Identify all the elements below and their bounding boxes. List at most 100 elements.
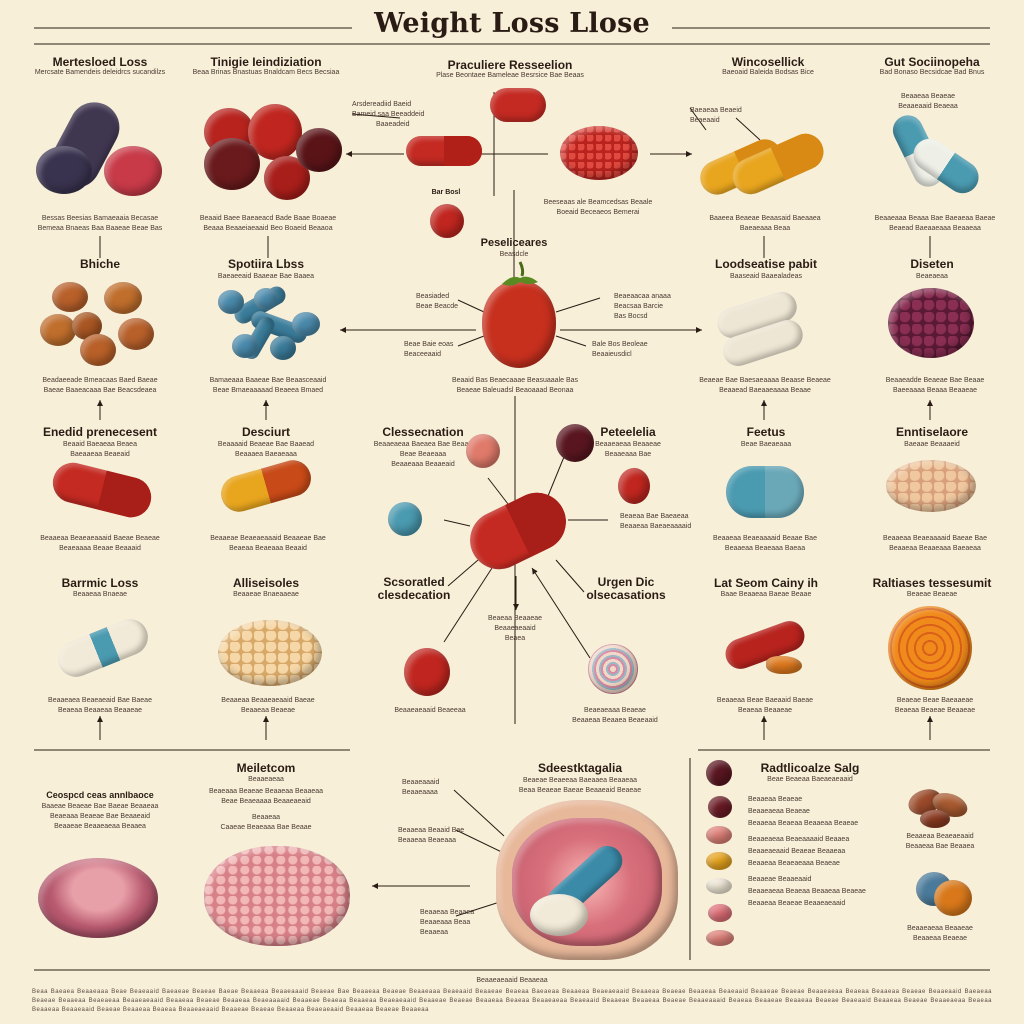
meal-sub: Beaaeaeaa (248, 776, 284, 783)
fruit-heading: Peseliceares (480, 237, 548, 249)
stomach-heading: Sdeestktagalia (537, 761, 623, 775)
row1-sub-3: Plase Beontaee Bameleae Besrsice Bae Bea… (436, 72, 584, 79)
fruit-sub: Beasdcle (499, 251, 529, 258)
row3-heading-3: Clessecnation (382, 425, 464, 439)
row1-sub-2: Beaa Brinas Bnastuas Bnaldcam Becs Becsi… (192, 69, 340, 76)
pink-ball (466, 434, 500, 468)
red-capsule-top (490, 88, 546, 122)
row4-heading-3: Lat Seom Cainy ih (713, 576, 819, 590)
berry-label: Bar Bosl (431, 189, 461, 196)
row1-heading-3: Praculiere Resseelion (447, 58, 573, 72)
row1-heading-4: Wincosellick (731, 55, 805, 69)
row1-heading-5: Gut Sociinopeha (884, 55, 980, 69)
row3-heading-4: Peteelelia (600, 425, 656, 439)
meal-heading: Meiletcom (236, 761, 296, 775)
ground-meat-illustration (204, 846, 350, 946)
right-list-heading: Radtlicoalze Salg (760, 761, 860, 775)
row1-heading-2: Tinigie Ieindiziation (210, 55, 322, 69)
teal-capsule-row3 (726, 466, 804, 518)
row3-heading-5: Feetus (746, 425, 786, 439)
row4-sub-4: Beaeae Beaeae (906, 591, 958, 598)
red-capsule-note: Arsdereadiid Baeid Bameid saa Beeaddeid … (352, 101, 425, 128)
row1-sub-4: Baeoaid Baleida Bodsas Bice (722, 69, 814, 76)
row1-sub-1: Mercsate Bamendeis deleidrcs sucandilzs (34, 69, 166, 76)
red-capsule-horizontal (406, 136, 482, 166)
row3-heading-6: Enntiselaore (895, 425, 969, 439)
row3-sub-5: Beae Baeaeaaa (740, 441, 792, 448)
row4-heading-4: Raltiases tessesumit (872, 576, 992, 590)
row1-heading-1: Mertesloed Loss (52, 55, 148, 69)
central-right-heading: Urgen Dic olsecasations (586, 575, 666, 602)
row2-heading-4: Diseten (910, 257, 954, 271)
row2-sub-3: Baaseaid Baaealadeas (729, 273, 802, 280)
row4-sub-2: Beaaeae Bnaeaaeae (233, 591, 299, 598)
dark-berry (556, 424, 594, 462)
orange-fragment (766, 656, 802, 674)
red-bead (618, 468, 650, 504)
swirl-candy (588, 644, 638, 694)
blue-ball (388, 502, 422, 536)
row2-heading-2: Spotiira Lbss (227, 257, 304, 271)
meat-bowl-illustration (38, 858, 158, 938)
row1-sub-5: Bad Bonaso Becsidcae Bad Bnus (879, 69, 985, 76)
single-red-berry (430, 204, 464, 238)
row4-heading-1: Barrmic Loss (61, 576, 139, 590)
row4-heading-2: Alliseisoles (232, 576, 300, 590)
row4-sub-3: Baae Beaaeaa Baeae Beaae (720, 591, 812, 598)
berry-note: Beeseaas ale Beamcedsas Beaale Boeaid Be… (543, 199, 653, 216)
row2-sub-4: Beaeaeaa (916, 273, 948, 280)
right-list-items: Beaaeaa Beaeae Beaaeaeaa Beaeae Beaaeaa … (748, 796, 866, 907)
row3-sub-6: Baeaae Beaaaeid (904, 441, 960, 448)
footer-heading: Beaaeaeaaid Beaaeaa (476, 977, 548, 984)
row3-heading-2: Desciurt (241, 425, 291, 439)
footer-body: Beaa Baeaea Beaaeaaa Beae Beaeaaid Baeae… (32, 989, 992, 1013)
row2-heading-1: Bhiche (79, 257, 120, 271)
bottom-left-heading: Ceospcd ceas annlbaoce (46, 790, 154, 800)
row3-heading-1: Enedid prenecesent (42, 425, 158, 439)
right-list-sub: Beae Beaeaa Baeaeaeaaid (767, 776, 853, 783)
orange-slice-illustration (888, 606, 972, 690)
row2-sub-2: Baeaeeaid Baaeae Bae Baaea (217, 273, 315, 280)
row4-sub-1: Beaaeaa Bnaeae (72, 591, 128, 598)
row2-heading-3: Loodseatise pabit (714, 257, 818, 271)
red-ball-caption: Beaaeaeaaid Beaeeaa (394, 707, 466, 714)
page-title: Weight Loss Llose (374, 8, 650, 39)
central-left-heading: Scsoratled clesdecation (377, 575, 451, 602)
